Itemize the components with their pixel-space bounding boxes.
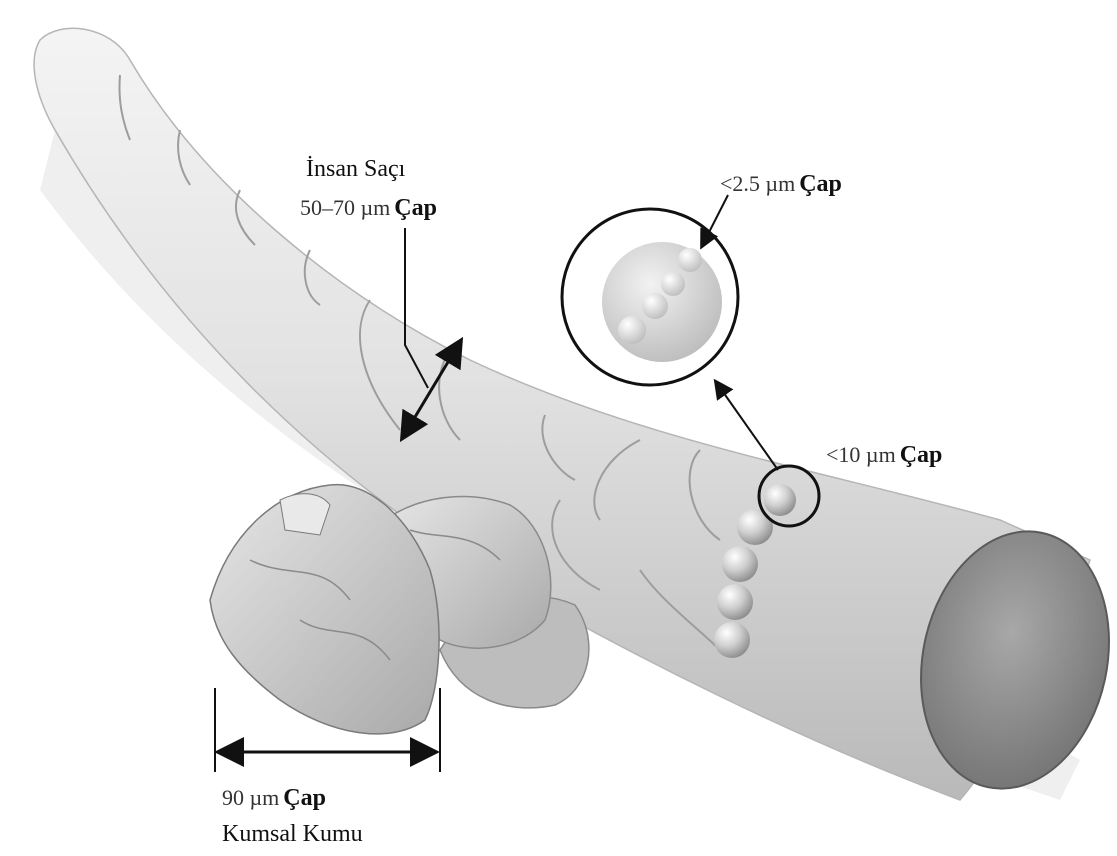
pm10-cap-text: Çap (900, 442, 943, 468)
hair-size-value: 50–70 µm (300, 195, 390, 220)
hair-name-label: İnsan Saçı (306, 157, 405, 181)
pm25-zoom-view (562, 209, 738, 385)
sand-size-value: 90 µm (222, 785, 279, 810)
pm10-size-value: <10 µm (826, 442, 896, 467)
sand-size-label: 90 µm Çap (222, 786, 326, 810)
pm25-size-value: <2.5 µm (720, 171, 795, 196)
hair-size-label: 50–70 µm Çap (300, 196, 437, 220)
sand-cap-text: Çap (283, 785, 326, 811)
hair-cap-text: Çap (394, 195, 437, 221)
pm10-label: <10 µm Çap (826, 443, 942, 467)
pm25-label: <2.5 µm Çap (720, 172, 842, 196)
pm25-cap-text: Çap (799, 171, 842, 197)
sand-name-label: Kumsal Kumu (222, 822, 363, 846)
